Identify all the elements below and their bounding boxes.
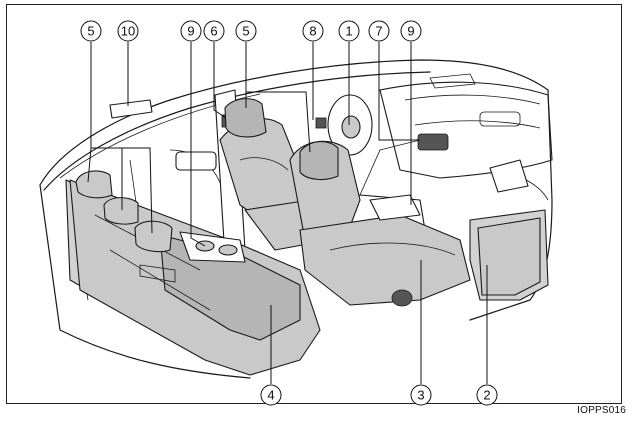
callout-5-front: 5	[235, 20, 257, 42]
rear-seat	[69, 179, 321, 376]
svg-text:10: 10	[121, 24, 135, 39]
front-seat-right	[289, 140, 471, 307]
callout-1: 1	[338, 20, 360, 42]
svg-text:2: 2	[483, 388, 490, 403]
svg-text:7: 7	[375, 24, 382, 39]
callout-10: 10	[117, 20, 139, 42]
callout-9-rear: 9	[180, 20, 202, 42]
callout-8: 8	[302, 20, 324, 42]
callout-9-front: 9	[400, 20, 422, 42]
callout-7: 7	[368, 20, 390, 42]
front-floor-mat	[477, 217, 541, 296]
svg-text:9: 9	[407, 24, 414, 39]
callout-2: 2	[476, 384, 498, 406]
svg-text:1: 1	[345, 24, 352, 39]
svg-text:4: 4	[267, 388, 274, 403]
svg-text:3: 3	[417, 388, 424, 403]
callout-3: 3	[410, 384, 432, 406]
figure-code: IOPPS016	[577, 405, 626, 416]
svg-text:8: 8	[309, 24, 316, 39]
rear-head-restraints	[75, 170, 173, 253]
svg-text:5: 5	[242, 24, 249, 39]
callout-4: 4	[260, 384, 282, 406]
callout-6: 6	[203, 20, 225, 42]
svg-text:9: 9	[187, 24, 194, 39]
svg-text:5: 5	[87, 24, 94, 39]
svg-text:6: 6	[210, 24, 217, 39]
callout-5-rear: 5	[80, 20, 102, 42]
leader-lines	[87, 42, 488, 384]
